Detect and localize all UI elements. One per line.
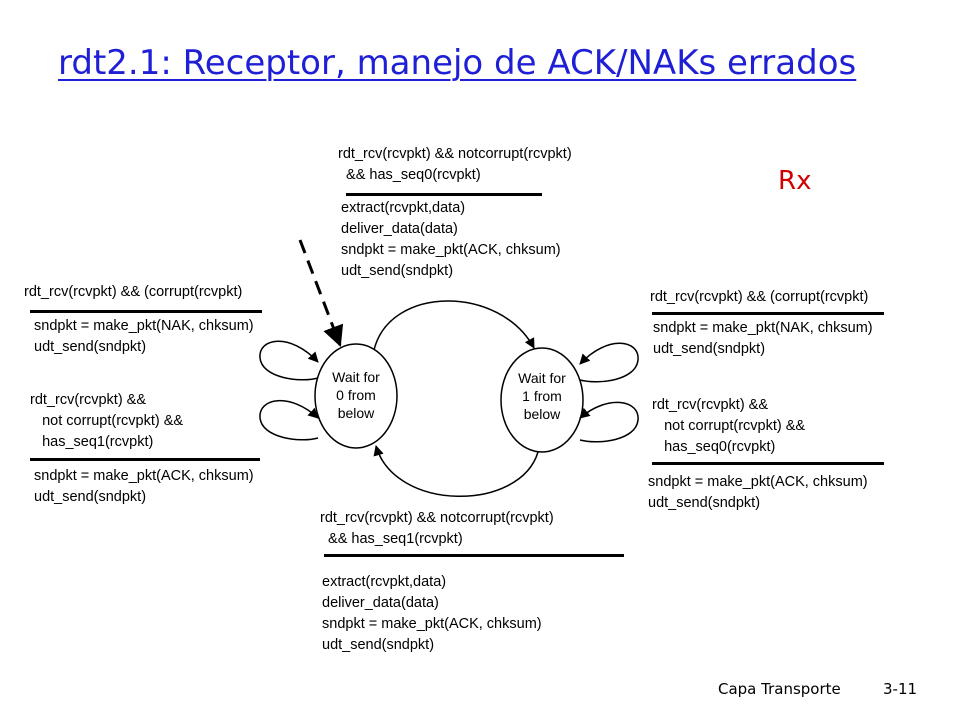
arrow-left-upper-loop	[259, 340, 319, 381]
left-upper-event: rdt_rcv(rcvpkt) && (corrupt(rcvpkt)	[24, 284, 243, 300]
footer-page-number: 3-11	[883, 680, 918, 698]
bottom-transition-divider	[324, 554, 624, 557]
right-lower-divider	[652, 462, 884, 465]
arrow-bottom-transition	[373, 444, 539, 497]
top-transition-action: extract(rcvpkt,data) deliver_data(data) …	[341, 200, 561, 279]
left-lower-divider	[30, 458, 260, 461]
right-lower-event: rdt_rcv(rcvpkt) && not corrupt(rcvpkt) &…	[652, 397, 806, 455]
top-transition-divider	[346, 193, 542, 196]
left-lower-action: sndpkt = make_pkt(ACK, chksum) udt_send(…	[34, 468, 254, 505]
bottom-transition-event: rdt_rcv(rcvpkt) && notcorrupt(rcvpkt) &&…	[320, 510, 554, 547]
top-transition-event: rdt_rcv(rcvpkt) && notcorrupt(rcvpkt) &&…	[338, 146, 572, 183]
slide-title: rdt2.1: Receptor, manejo de ACK/NAKs err…	[58, 43, 857, 83]
arrow-left-lower-loop	[259, 400, 319, 441]
footer-chapter: Capa Transporte	[718, 680, 841, 698]
arrow-right-lower-loop	[579, 401, 639, 443]
right-upper-event: rdt_rcv(rcvpkt) && (corrupt(rcvpkt)	[650, 289, 869, 305]
state-0-label: Wait for 0 from below	[332, 369, 380, 421]
arrow-right-upper-loop	[579, 342, 639, 383]
receiver-label: Rx	[778, 166, 812, 196]
left-upper-action: sndpkt = make_pkt(NAK, chksum) udt_send(…	[34, 318, 254, 355]
state-1-label: Wait for 1 from below	[518, 370, 566, 422]
right-upper-divider	[652, 312, 884, 315]
left-upper-divider	[30, 310, 262, 313]
initial-state-arrow	[298, 239, 344, 347]
state-wait-1	[500, 347, 584, 453]
right-lower-action: sndpkt = make_pkt(ACK, chksum) udt_send(…	[648, 474, 868, 511]
bottom-transition-action: extract(rcvpkt,data) deliver_data(data) …	[322, 574, 542, 653]
arrow-top-transition	[373, 300, 535, 351]
right-upper-action: sndpkt = make_pkt(NAK, chksum) udt_send(…	[653, 320, 873, 357]
left-lower-event: rdt_rcv(rcvpkt) && not corrupt(rcvpkt) &…	[30, 392, 184, 450]
state-wait-0	[314, 343, 398, 449]
